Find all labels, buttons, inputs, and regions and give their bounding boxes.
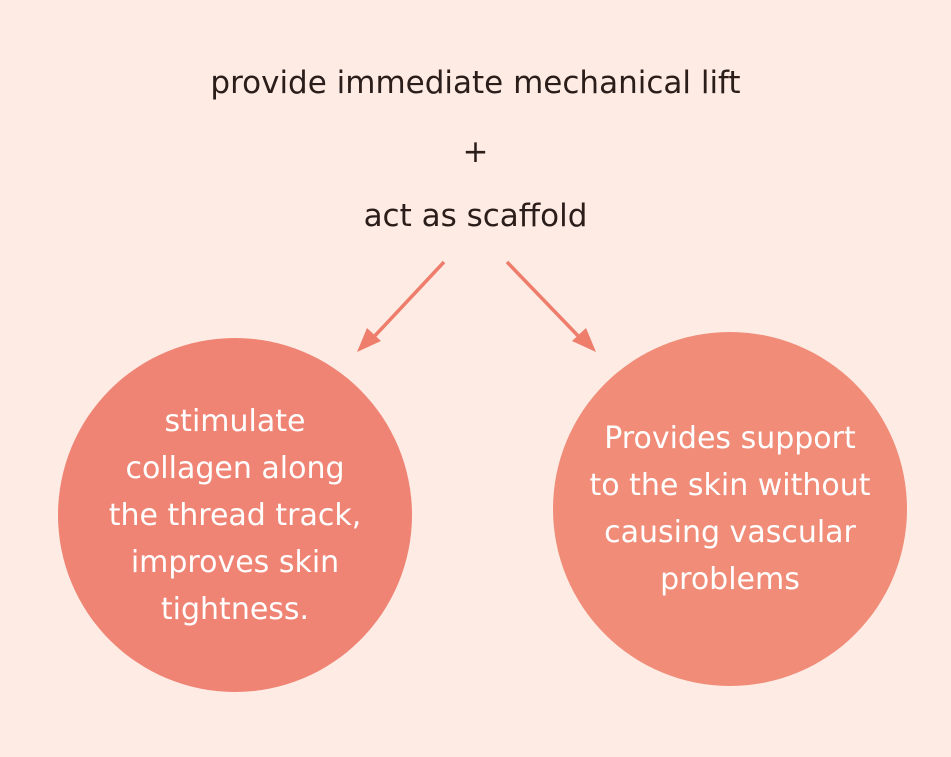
support-circle: Provides support to the skin without cau… — [553, 332, 907, 686]
scaffold-text: act as scaffold — [363, 198, 588, 234]
arrow-right — [505, 260, 596, 352]
collagen-circle: stimulate collagen along the thread trac… — [58, 338, 412, 692]
collagen-text: stimulate collagen along the thread trac… — [108, 403, 362, 627]
mechanical-lift-text: provide immediate mechanical lift — [210, 65, 741, 101]
arrow-left — [357, 260, 446, 352]
support-text: Provides support to the skin without cau… — [589, 421, 871, 597]
plus-sign: + — [462, 134, 489, 170]
